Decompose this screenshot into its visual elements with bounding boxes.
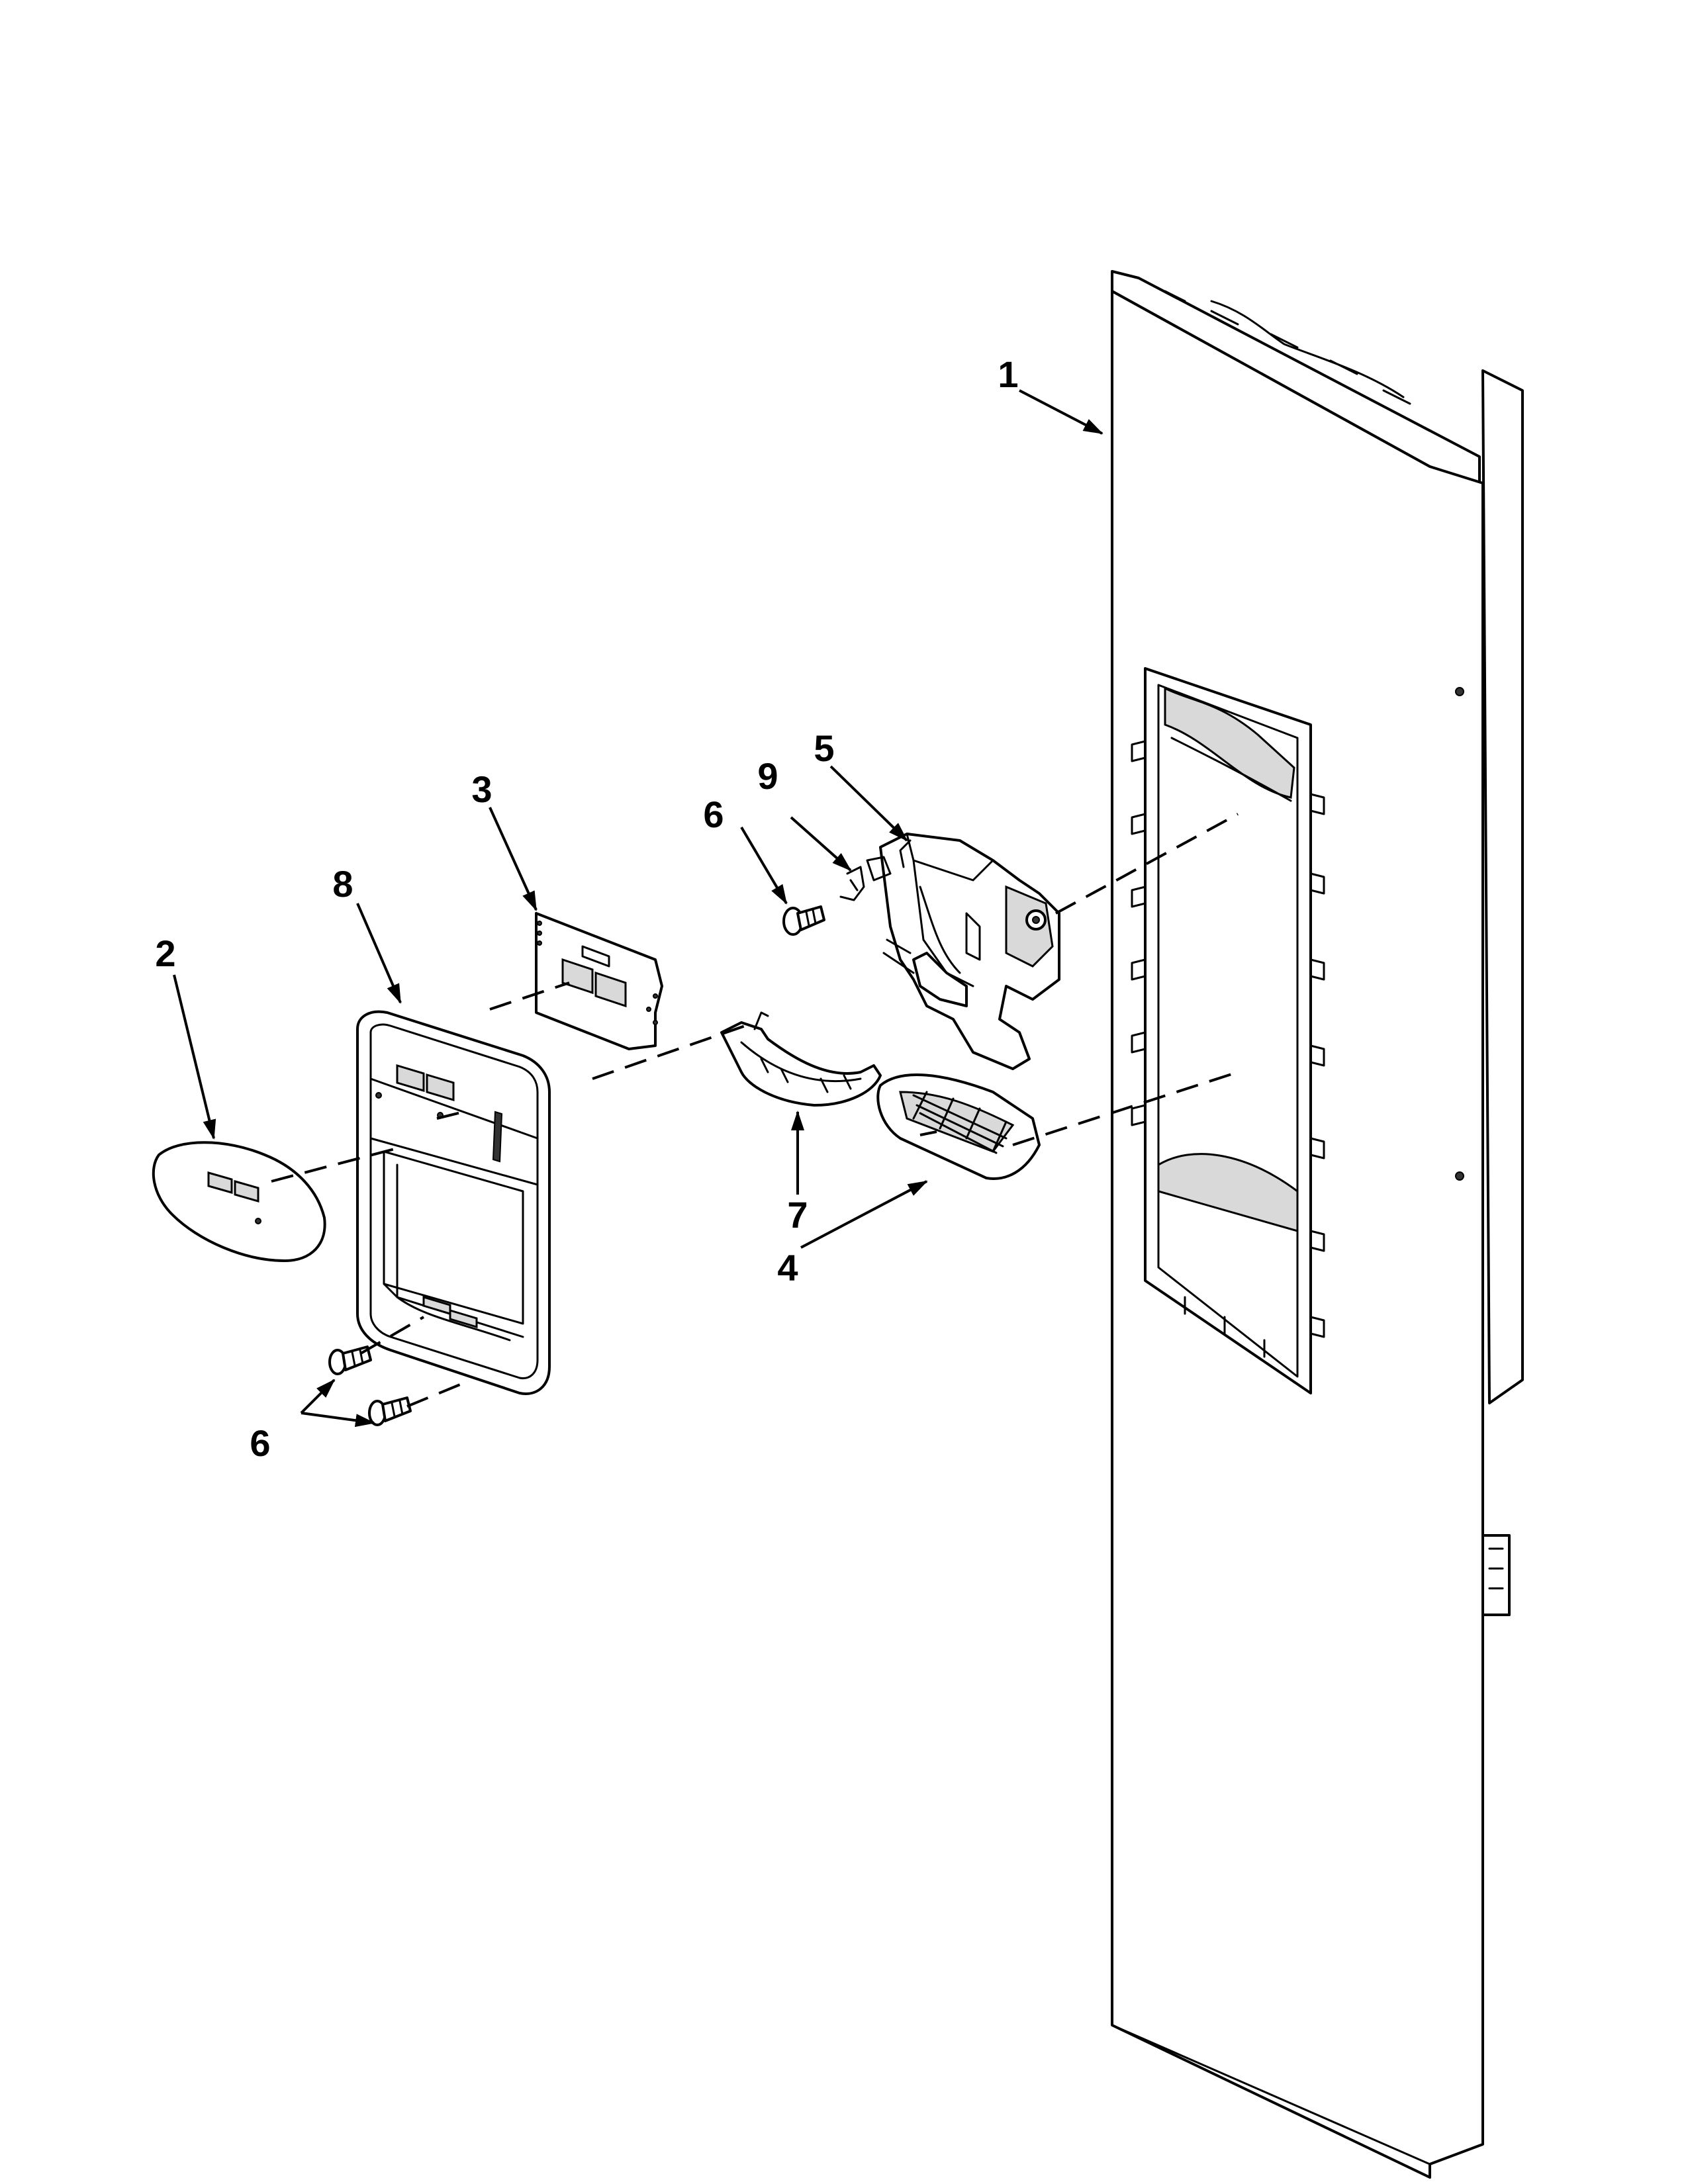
door-panel — [1111, 270, 1524, 2179]
screw-upper — [782, 905, 825, 936]
alignment-lines — [271, 813, 1239, 1408]
callout-9: 9 — [757, 755, 778, 797]
paddle — [720, 1011, 882, 1107]
callout-1: 1 — [998, 353, 1018, 395]
escutcheon-overlay — [152, 1141, 326, 1262]
control-board — [535, 912, 663, 1050]
callout-6-lower: 6 — [250, 1422, 270, 1464]
screws-lower — [328, 1345, 412, 1426]
callout-labels: 1 2 3 4 5 6 7 8 9 6 — [155, 353, 1018, 1464]
actuator-assembly — [866, 833, 1060, 1070]
callout-3: 3 — [471, 768, 492, 810]
leader-lines — [173, 389, 1103, 1428]
callout-5: 5 — [814, 727, 834, 769]
dispenser-housing — [356, 1010, 551, 1395]
switch-spring — [839, 866, 865, 901]
callout-7: 7 — [787, 1194, 808, 1236]
callout-8: 8 — [332, 863, 353, 905]
callout-2: 2 — [155, 933, 175, 974]
callout-6-upper: 6 — [703, 794, 724, 835]
callout-4: 4 — [777, 1247, 798, 1289]
drip-tray — [876, 1073, 1041, 1180]
